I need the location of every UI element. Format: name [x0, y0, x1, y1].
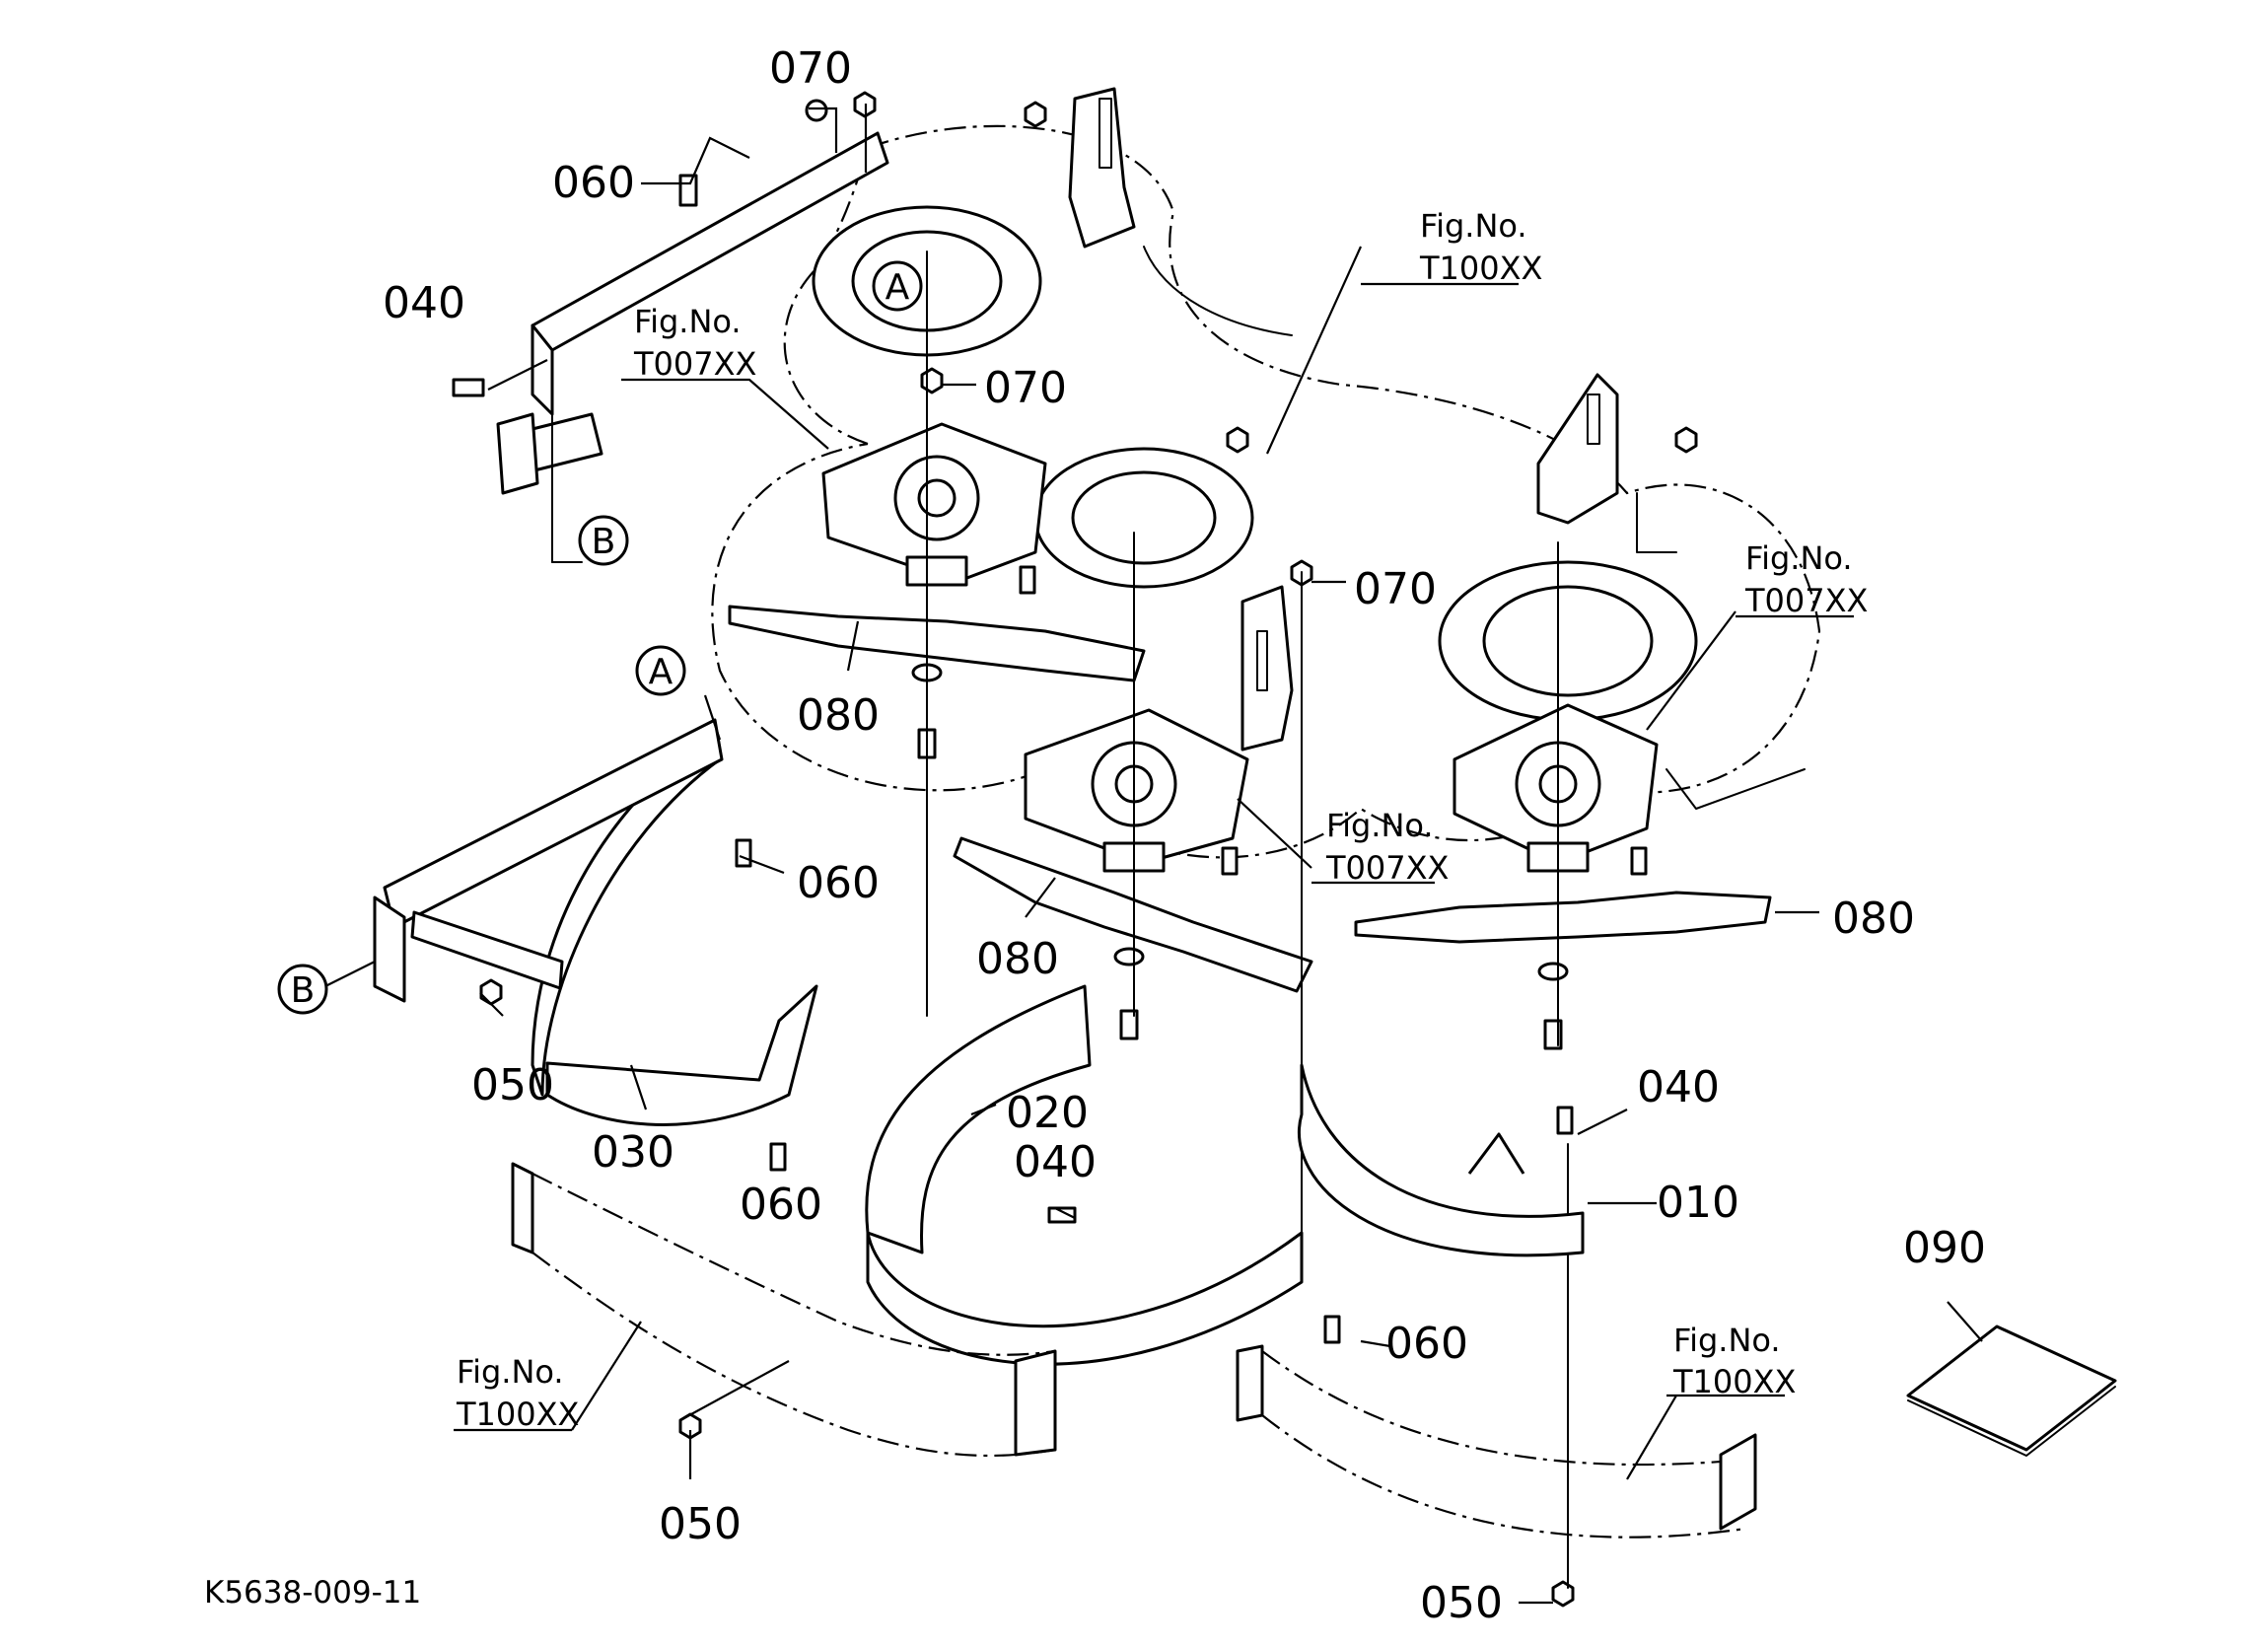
ref-line1: Fig.No. — [457, 1353, 564, 1391]
callout-a-left: A — [635, 645, 686, 696]
deck-bracket-right — [1536, 373, 1619, 525]
callout-letter: B — [291, 970, 316, 1011]
label-060-lower: 060 — [740, 1180, 822, 1230]
blade-right — [1354, 891, 1772, 944]
label-050-left: 050 — [471, 1060, 554, 1110]
label-070-right: 070 — [1354, 564, 1437, 614]
manual-090 — [1906, 1325, 2117, 1457]
label-040-right: 040 — [1637, 1062, 1720, 1112]
label-040-center: 040 — [1014, 1137, 1097, 1187]
label-020: 020 — [1006, 1088, 1089, 1138]
label-040-top: 040 — [383, 278, 465, 328]
baffle-010 — [1298, 1063, 1585, 1257]
hardware — [452, 91, 1698, 1608]
ref-line2: T100XX — [1672, 1363, 1796, 1400]
deck-side-plate — [496, 131, 889, 563]
ref-line1: Fig.No. — [634, 303, 742, 340]
leader-lines — [324, 104, 1983, 1605]
figure-reference-t100xx-lower-right: Fig.No. T100XX — [1672, 1322, 1796, 1400]
baffle-030 — [373, 718, 818, 1126]
callout-letter: B — [592, 522, 616, 562]
label-050-lower-right: 050 — [1420, 1578, 1503, 1628]
spindle-mount-center — [1033, 447, 1254, 589]
spindle-assembly-center — [1024, 708, 1249, 873]
figure-reference-t007xx-right: Fig.No. T007XX — [1744, 539, 1868, 619]
label-010: 010 — [1657, 1178, 1739, 1228]
figure-reference-t007xx-left: Fig.No. T007XX — [633, 303, 756, 383]
label-080-right: 080 — [1832, 894, 1915, 944]
lower-cover-left — [511, 1162, 1057, 1458]
ref-line1: Fig.No. — [1673, 1322, 1781, 1359]
ref-line2: T007XX — [633, 345, 756, 383]
callout-b-top: B — [578, 515, 629, 566]
ref-line2: T100XX — [456, 1396, 579, 1433]
drawing-code: K5638-009-11 — [204, 1575, 421, 1611]
label-030: 030 — [592, 1127, 674, 1178]
spindle-mount-right — [1438, 560, 1698, 722]
baffle-020 — [865, 984, 1304, 1366]
deck-bracket-center — [1240, 585, 1294, 752]
label-080-center: 080 — [976, 934, 1059, 984]
label-090: 090 — [1903, 1223, 1986, 1273]
label-070-top: 070 — [769, 43, 852, 94]
figure-reference-t100xx-lower-left: Fig.No. T100XX — [456, 1353, 579, 1433]
callout-letter: A — [649, 652, 673, 692]
ref-line2: T007XX — [1744, 582, 1868, 619]
label-060-top: 060 — [552, 158, 635, 208]
label-080-left: 080 — [797, 690, 880, 741]
label-070-mid: 070 — [984, 363, 1067, 413]
label-050-lower-left: 050 — [659, 1499, 742, 1549]
spindle-assembly-right — [1453, 703, 1659, 873]
callout-a-top: A — [872, 260, 923, 312]
callout-letter: A — [886, 267, 910, 308]
part-labels: 070 060 040 070 070 080 060 080 080 050 … — [383, 43, 1986, 1628]
label-060-right: 060 — [1385, 1319, 1468, 1369]
ref-line2: T007XX — [1325, 849, 1449, 887]
ref-line1: Fig.No. — [1745, 539, 1853, 577]
ref-line2: T100XX — [1419, 250, 1542, 287]
mower-deck-outline — [711, 124, 1821, 859]
callout-b-left: B — [277, 964, 328, 1015]
figure-reference-t100xx-top: Fig.No. T100XX — [1419, 207, 1542, 287]
spindle-assembly-left — [821, 422, 1047, 587]
deck-bracket-left — [1068, 87, 1136, 249]
lower-cover-right — [1236, 1344, 1757, 1539]
ref-line1: Fig.No. — [1326, 807, 1434, 844]
ref-line1: Fig.No. — [1420, 207, 1527, 245]
figure-reference-t007xx-center: Fig.No. T007XX — [1325, 807, 1449, 887]
label-060-left: 060 — [797, 858, 880, 908]
